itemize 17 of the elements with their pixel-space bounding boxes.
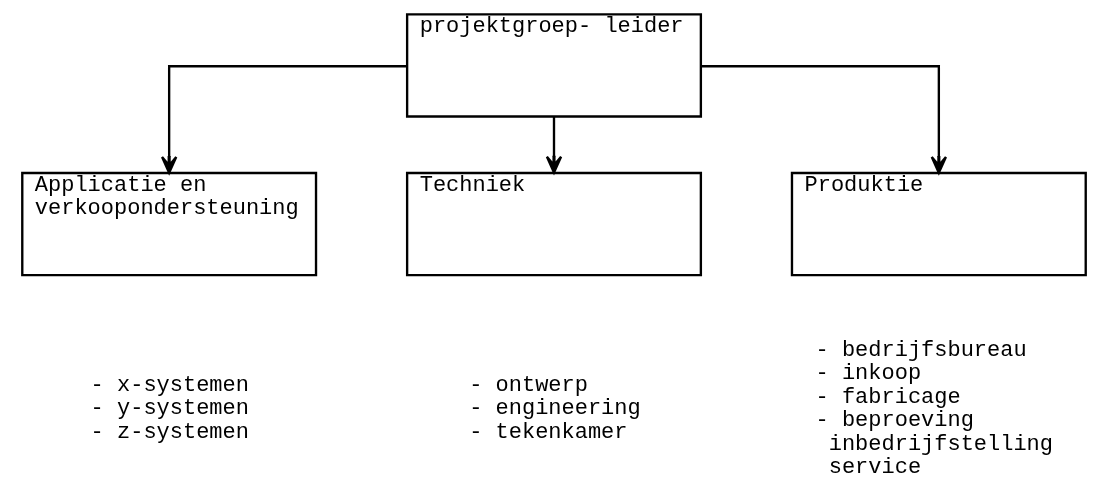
arrow — [160, 65, 407, 174]
node-label: - y-systemen — [90, 396, 249, 422]
node-box: Techniek — [405, 171, 703, 277]
node-label: - bedrijfsbureau — [815, 337, 1027, 363]
node-label: - x-systemen — [90, 372, 249, 398]
node-box: Produktie — [790, 171, 1087, 277]
node-label: - tekenkamer — [469, 420, 628, 446]
node-box: projektgroep- leider — [405, 13, 703, 118]
node-label: - fabricage — [815, 384, 961, 410]
node-label: - z-systemen — [90, 420, 249, 446]
node-label: - beproeving inbedrijfstelling service — [815, 408, 1054, 481]
node-label: - inkoop — [815, 361, 922, 387]
node-label: - engineering — [469, 396, 641, 422]
arrow — [701, 65, 948, 174]
node-label: - ontwerp — [469, 372, 588, 398]
node-box: Applicatie en verkoopondersteuning — [21, 171, 318, 277]
arrow — [545, 116, 563, 174]
